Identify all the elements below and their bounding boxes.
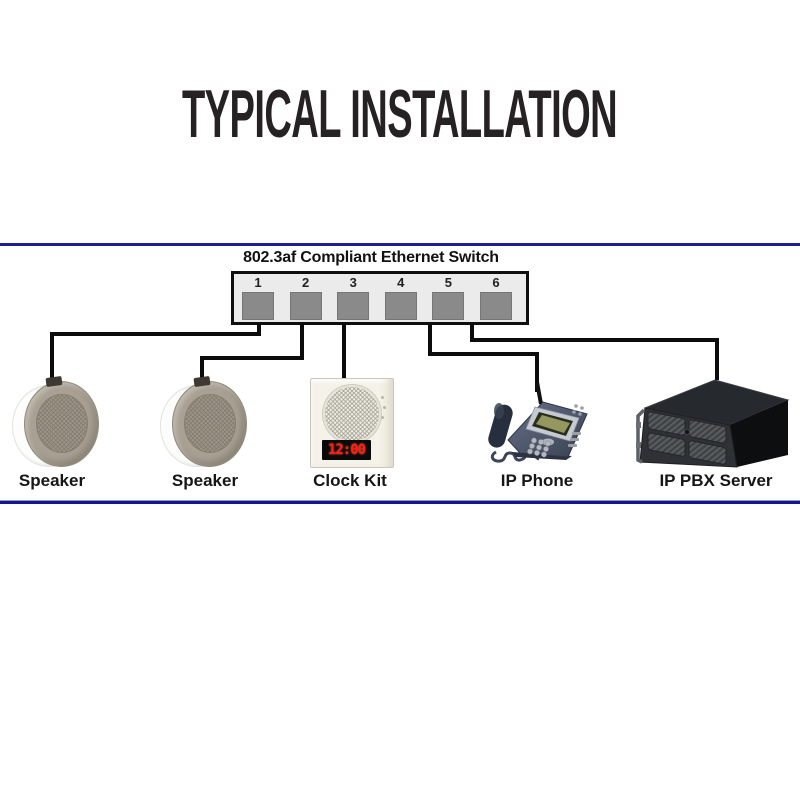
cable-port1-to-speaker1 — [50, 332, 54, 384]
cable-port1-drop — [257, 323, 261, 336]
phone-screen-content — [536, 415, 570, 433]
switch-port-4: 4 — [384, 275, 417, 320]
phone-keypad — [527, 437, 551, 458]
port-number: 2 — [301, 275, 310, 290]
switch-port-6: 6 — [479, 275, 512, 320]
pbx-server-illustration — [636, 379, 790, 468]
server-handle-nub — [636, 442, 641, 448]
device-label-clock-kit: Clock Kit — [313, 471, 387, 490]
cable-port5-run — [428, 352, 539, 356]
speaker-grille — [36, 394, 88, 453]
device-label-ip-phone: IP Phone — [500, 471, 574, 490]
server-rack-handle — [636, 408, 646, 464]
ip-phone-illustration — [488, 381, 588, 463]
switch-port-1: 1 — [242, 275, 274, 320]
port-jack-icon — [242, 292, 274, 320]
device-label-speaker-2: Speaker — [171, 471, 239, 490]
server-right-face — [730, 400, 788, 467]
device-label-pbx-server: IP PBX Server — [659, 471, 773, 490]
cable-port3-to-clock — [342, 323, 346, 382]
clock-kit-grille — [323, 385, 381, 443]
speaker-grille — [184, 394, 236, 453]
clock-display: 12:00 — [322, 440, 371, 460]
ethernet-switch-label: 802.3af Compliant Ethernet Switch — [243, 249, 499, 266]
switch-port-2: 2 — [289, 275, 322, 320]
clock-kit-led — [381, 396, 384, 399]
speaker-1-illustration — [12, 375, 99, 468]
server-vents — [647, 411, 727, 465]
cable-port5-to-phone — [535, 352, 539, 392]
device-label-speaker-1: Speaker — [18, 471, 86, 490]
port-jack-icon — [384, 292, 417, 320]
switch-port-3: 3 — [337, 275, 370, 320]
cable-port6-drop — [470, 323, 474, 342]
page-title-text: TYPICAL INSTALLATION — [182, 76, 618, 152]
cable-port5-drop — [428, 323, 432, 356]
top-divider-rule — [0, 243, 800, 246]
phone-side-buttons — [568, 404, 584, 447]
port-number: 3 — [349, 275, 357, 290]
cable-port1-run — [50, 332, 261, 336]
phone-handset — [488, 404, 513, 448]
cable-port2-run — [200, 356, 304, 360]
port-number: 6 — [492, 275, 500, 290]
phone-cable-stub — [535, 381, 543, 405]
cable-port6-to-server — [715, 338, 719, 380]
cable-port6-run — [470, 338, 719, 342]
port-jack-icon — [337, 292, 370, 320]
speaker-2-illustration — [160, 375, 247, 468]
clock-kit-illustration: 12:00 — [310, 378, 394, 468]
clock-kit-led — [383, 406, 386, 409]
ethernet-switch: 1 2 3 4 5 6 — [231, 271, 529, 325]
cable-port2-drop — [300, 323, 304, 360]
port-number: 5 — [444, 275, 452, 290]
port-jack-icon — [479, 292, 512, 320]
phone-handset-earpiece — [494, 403, 504, 419]
clock-time-readout: 12:00 — [327, 442, 366, 458]
port-number: 1 — [254, 275, 262, 290]
clock-kit-led — [381, 416, 384, 419]
port-jack-icon — [432, 292, 465, 320]
switch-port-5: 5 — [432, 275, 465, 320]
server-handle-nub — [636, 422, 641, 428]
port-number: 4 — [397, 275, 405, 290]
bottom-divider-rule — [0, 500, 800, 504]
server-lock — [684, 429, 691, 436]
page-title: TYPICAL INSTALLATION — [0, 80, 800, 148]
port-jack-icon — [289, 292, 322, 320]
cable-port2-to-speaker2 — [200, 356, 204, 382]
